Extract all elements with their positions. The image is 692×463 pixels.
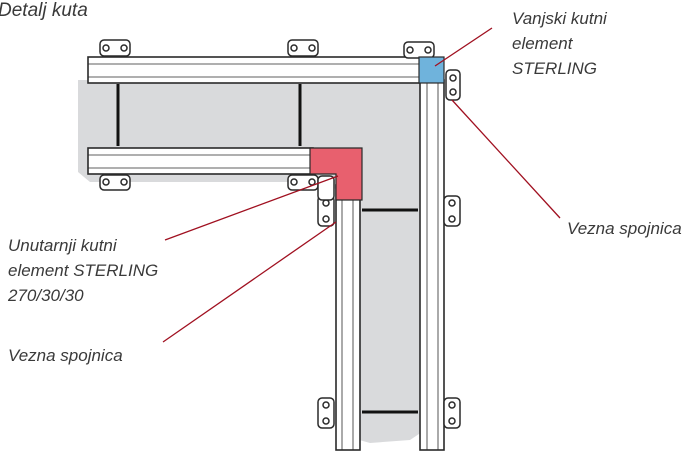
left-inner-panel (335, 184, 361, 451)
connector-label-left: Vezna spojnica (8, 346, 123, 365)
horizontal-ties (116, 84, 302, 146)
vertical-ties (362, 208, 418, 414)
outer-corner-label-line-1: Vanjski kutni (512, 9, 607, 28)
inner-corner-label-line-1: Unutarnji kutni (8, 236, 117, 255)
clamp-icons (99, 39, 461, 429)
outer-corner-label-line-2: element (512, 34, 573, 53)
right-outer-panel (419, 79, 445, 451)
outer-corner-label-line-3: STERLING (512, 59, 598, 78)
top-outer-panel (87, 56, 424, 84)
outer-corner-element (418, 56, 445, 84)
diagram-title: Detalj kuta (0, 0, 88, 21)
inner-corner-label-line-2: element STERLING (8, 261, 159, 280)
inner-corner-element (309, 147, 363, 201)
outer-corner-label: Vanjski kutni element STERLING (512, 6, 607, 81)
top-inner-panel (87, 147, 314, 175)
connector-label-right: Vezna spojnica (567, 219, 682, 238)
inner-corner-label: Unutarnji kutni element STERLING 270/30/… (8, 233, 158, 308)
inner-corner-label-line-3: 270/30/30 (8, 286, 84, 305)
leader-lines (162, 27, 561, 343)
